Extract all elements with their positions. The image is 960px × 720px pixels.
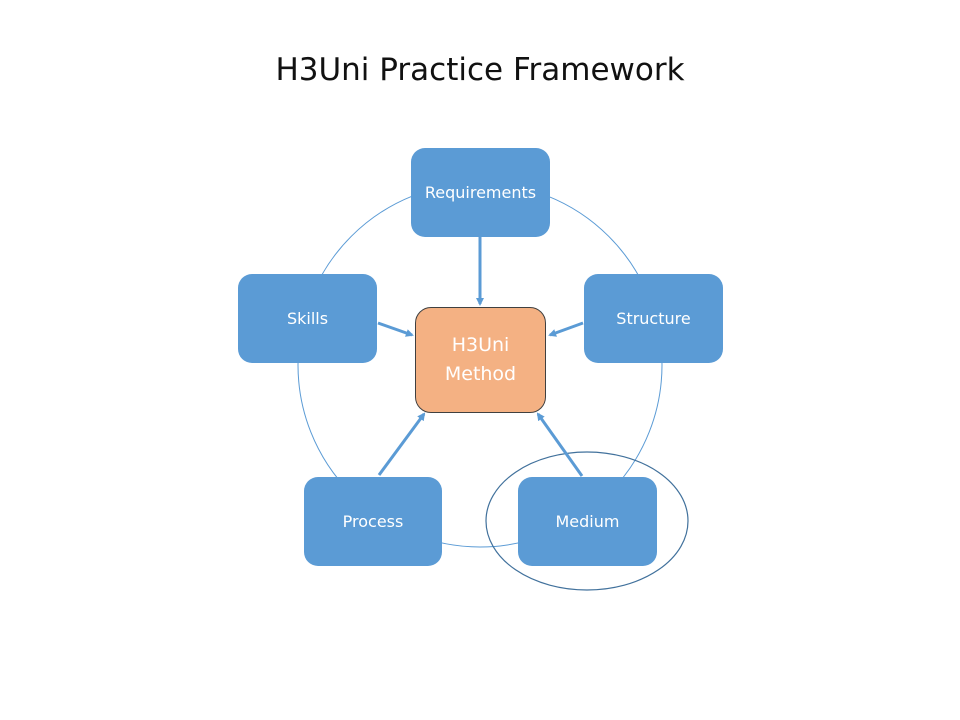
arrow-skills [377,321,414,337]
node-medium: Medium [518,477,657,566]
node-skills: Skills [238,274,377,363]
center-node-h3uni-method: H3Uni Method [415,307,546,413]
node-requirements: Requirements [411,148,550,237]
arrow-process [377,412,426,476]
arrow-structure [548,321,584,337]
medium-highlight-ellipse [485,451,689,591]
center-node-line1: H3Uni [451,334,510,356]
arrow-medium [536,412,584,477]
center-node-line2: Method [444,363,517,385]
node-process: Process [304,477,442,566]
node-structure: Structure [584,274,723,363]
slide-title: H3Uni Practice Framework [275,52,685,88]
